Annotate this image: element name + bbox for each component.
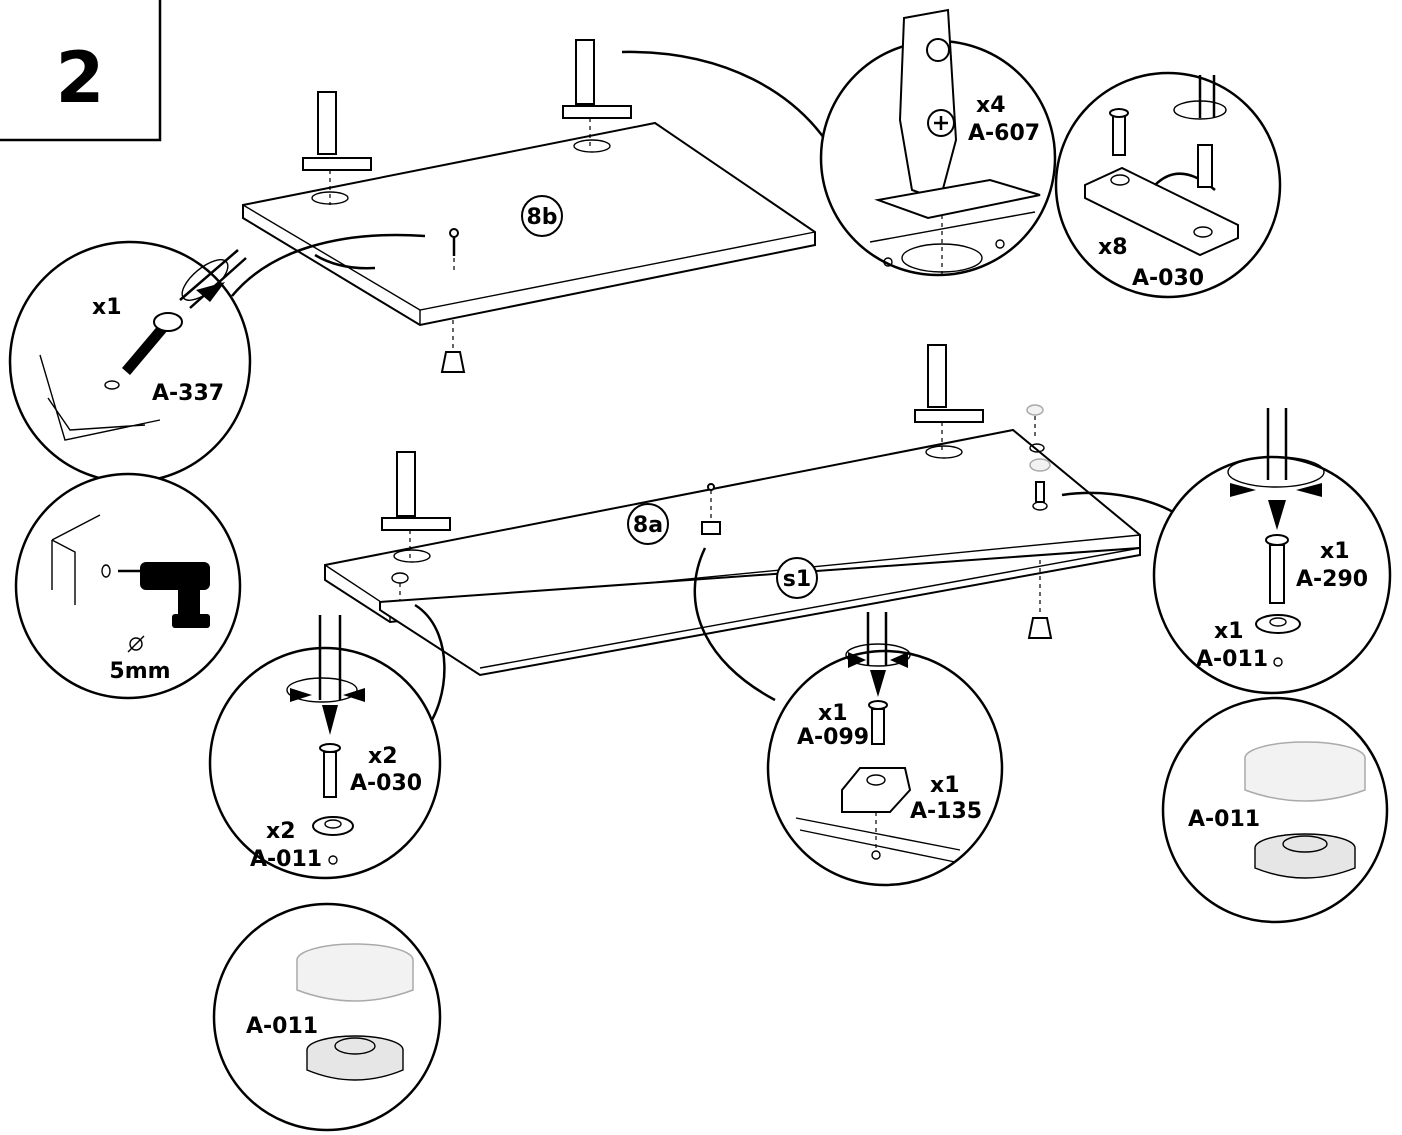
screw-icon [868, 700, 888, 745]
screwdriver-icon [179, 249, 247, 309]
door-screw-qty: x1 [92, 295, 122, 320]
callout-leader [414, 603, 446, 731]
right-screw-part: A-290 [1296, 567, 1368, 592]
cap-icon [312, 816, 354, 836]
panel-label-circle [776, 557, 818, 599]
panel-8b: 8b [242, 39, 816, 373]
plate-screws-qty: x8 [1098, 235, 1128, 260]
right-cap-detail-part: A-011 [1188, 807, 1260, 832]
plate-screws-part: A-030 [1132, 266, 1204, 291]
hinge-icon [381, 451, 451, 563]
hinge-icon [302, 91, 372, 205]
panel-s1: s1 [379, 546, 1141, 677]
screwdriver-icon [1227, 408, 1325, 530]
panel-label-s1: s1 [783, 567, 811, 592]
left-cap-detail-bubble: A-011 [212, 902, 442, 1132]
screw-icon [1265, 534, 1289, 604]
hinge-icon [562, 39, 632, 153]
hinge-icon [914, 344, 984, 459]
screwdriver-icon [286, 615, 365, 735]
center-block-qty: x1 [930, 773, 960, 798]
block-icon [701, 521, 721, 535]
drill-icon [118, 562, 210, 628]
center-screw-part: A-099 [797, 725, 869, 750]
left-cap-detail-part: A-011 [246, 1014, 318, 1039]
screw-icon [449, 228, 459, 270]
step-number-box: 2 [0, 0, 162, 142]
door-screw-part: A-337 [152, 381, 224, 406]
right-cap-detail-bubble: A-011 [1161, 696, 1389, 924]
plate-screw-detail-bubble: x8 A-030 [1054, 71, 1282, 299]
cap-stack-icon [1026, 404, 1051, 511]
screw-icon [122, 312, 183, 375]
panel-label-8a: 8a [633, 513, 663, 538]
foot-icon [1027, 617, 1053, 639]
hinge-part: A-607 [968, 121, 1040, 146]
right-cap-part: A-011 [1196, 647, 1268, 672]
callout-leader [621, 50, 840, 161]
center-screw-detail-bubble: x1 A-099 x1 A-135 [766, 612, 1004, 887]
panel-label-8b: 8b [526, 205, 557, 230]
block-icon [841, 767, 912, 813]
screw-icon [319, 743, 341, 798]
door-screw-detail-bubble: x1 A-337 [8, 240, 252, 484]
screw-icon [1109, 108, 1129, 156]
callout-leader [693, 547, 776, 702]
left-screw-qty: x2 [368, 744, 398, 769]
panel-label-circle [521, 195, 563, 237]
hinge-detail-bubble: x4 A-607 [819, 8, 1057, 277]
panel-label-circle [627, 503, 669, 545]
right-screw-qty: x1 [1320, 539, 1350, 564]
right-screw-detail-bubble: x1 A-290 x1 A-011 [1152, 408, 1392, 695]
left-cap-part: A-011 [250, 847, 322, 872]
left-cap-qty: x2 [266, 819, 296, 844]
center-block-part: A-135 [910, 799, 982, 824]
drill-detail-bubble: 5mm [14, 472, 242, 700]
cap-icon [1255, 614, 1301, 634]
drill-size: 5mm [109, 659, 170, 684]
foot-icon [440, 351, 466, 373]
screwdriver-icon [845, 612, 911, 697]
right-cap-qty: x1 [1214, 619, 1244, 644]
hinge-qty: x4 [976, 93, 1006, 118]
center-screw-qty: x1 [818, 701, 848, 726]
step-number: 2 [56, 37, 105, 119]
left-screw-detail-bubble: x2 A-030 x2 A-011 [208, 615, 442, 880]
screwdriver-icon [1173, 75, 1227, 188]
left-screw-part: A-030 [350, 771, 422, 796]
callout-leader [231, 233, 426, 297]
